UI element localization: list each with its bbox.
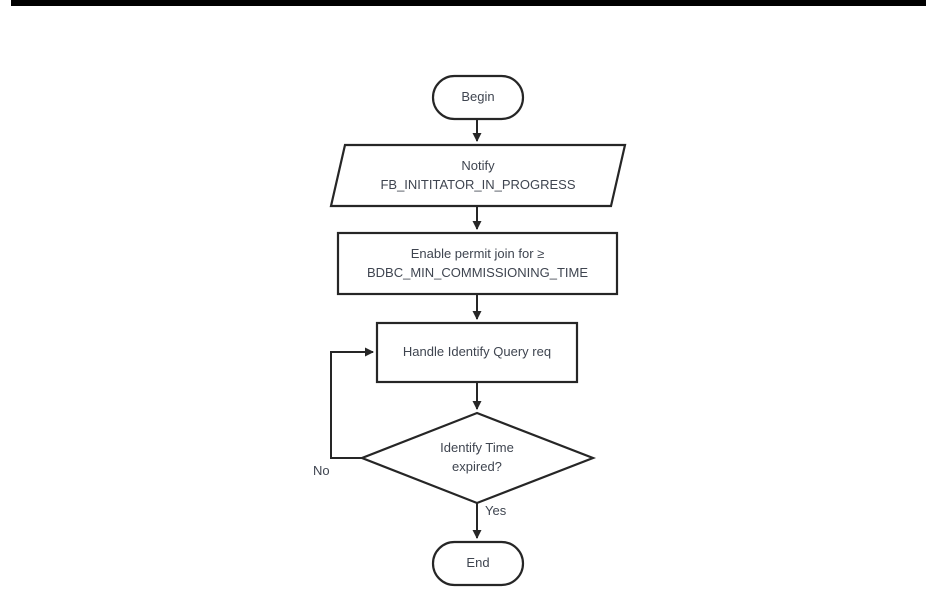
node-begin-terminator bbox=[431, 74, 525, 121]
node-end-terminator bbox=[431, 540, 525, 587]
node-notify-parallelogram bbox=[329, 143, 627, 208]
node-identify-time-expired-decision bbox=[358, 411, 597, 505]
top-rule bbox=[11, 0, 926, 6]
node-handle-identify-query-process bbox=[375, 321, 579, 384]
node-enable-permit-join-process bbox=[336, 231, 619, 296]
edge-decision-to-handle-no-loop bbox=[330, 347, 374, 459]
